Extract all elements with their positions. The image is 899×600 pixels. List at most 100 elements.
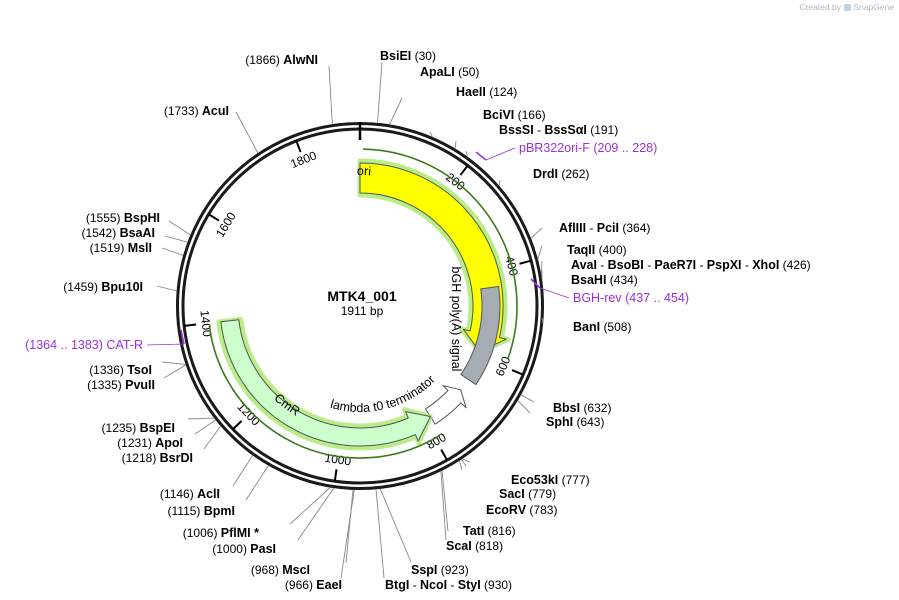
ori-highlight xyxy=(357,158,511,354)
enzyme-position: (434) xyxy=(610,273,638,287)
bgh-feature-arrow[interactable] xyxy=(460,285,501,386)
credit-prefix: Created by xyxy=(799,2,841,12)
enzyme-name: AflIII xyxy=(559,221,586,235)
enzyme-label-btgi[interactable]: BtgI - NcoI - StyI (930) xyxy=(385,578,512,592)
enzyme-position: (400) xyxy=(599,243,627,257)
enzyme-name: BpmI xyxy=(204,504,235,518)
enzyme-leader-tati xyxy=(441,470,449,532)
enzyme-label-bsssi[interactable]: BssSI - BssSαI (191) xyxy=(499,123,618,137)
enzyme-leader-sphi xyxy=(517,400,531,414)
ruler-tick-200 xyxy=(459,164,469,176)
enzyme-position: (816) xyxy=(488,524,516,538)
enzyme-label-saci[interactable]: SacI (779) xyxy=(499,487,556,501)
enzyme-position: (1235) xyxy=(102,421,137,435)
enzyme-label-pasi[interactable]: (1000) PasI xyxy=(212,542,276,556)
enzyme-leader-taqii xyxy=(537,245,543,260)
enzyme-label-afliii[interactable]: AflIII - PciI (364) xyxy=(559,221,650,235)
enzyme-name: MslI xyxy=(128,241,152,255)
enzyme-position: (1218) xyxy=(122,451,157,465)
primer-range: (209 .. 228) xyxy=(593,141,657,155)
enzyme-label-acli[interactable]: (1146) AclI xyxy=(160,487,220,501)
enzyme-position: (777) xyxy=(562,473,590,487)
enzyme-label-msli[interactable]: (1519) MslI xyxy=(90,241,152,255)
ruler-tick-1200 xyxy=(232,420,243,430)
enzyme-label-acui[interactable]: (1733) AcuI xyxy=(164,104,229,118)
enzyme-label-bbsi[interactable]: BbsI (632) xyxy=(553,401,611,415)
enzyme-position: (923) xyxy=(441,563,469,577)
enzyme-label-bspei[interactable]: (1235) BspEI xyxy=(102,421,175,435)
plasmid-name: MTK4_001 xyxy=(327,288,396,304)
enzyme-label-bsphi[interactable]: (1555) BspHI xyxy=(86,211,160,225)
enzyme-label-apali[interactable]: ApaLI (50) xyxy=(420,65,479,79)
enzyme-label-bcivi[interactable]: BciVI (166) xyxy=(483,108,546,122)
enzyme-label-taqii[interactable]: TaqII (400) xyxy=(567,243,627,257)
enzyme-leader-bpu10i xyxy=(156,285,177,292)
enzyme-label-msci[interactable]: (968) MscI xyxy=(251,563,310,577)
enzyme-name: BanI xyxy=(573,320,600,334)
ori-strand-line xyxy=(363,148,518,359)
enzyme-position: (930) xyxy=(484,578,512,592)
cmr-feature-arrow[interactable] xyxy=(220,319,431,447)
primer-marker-bgh-rev xyxy=(530,278,541,289)
enzyme-label-haeii[interactable]: HaeII (124) xyxy=(456,85,517,99)
enzyme-label-bani[interactable]: BanI (508) xyxy=(573,320,631,334)
lambda-feature-arrow[interactable] xyxy=(425,385,467,425)
enzyme-label-bsahi[interactable]: BsaHI (434) xyxy=(571,273,638,287)
ruler-tick-label-1400: 1400 xyxy=(197,309,214,337)
primer-label-cat-r[interactable]: (1364 .. 1383) CAT-R xyxy=(25,338,143,352)
ruler-tick-1000 xyxy=(333,469,338,482)
enzyme-name: BssSI xyxy=(499,123,534,137)
enzyme-position: (779) xyxy=(528,487,556,501)
ruler-tick-1400 xyxy=(184,323,197,327)
enzyme-label-alwni[interactable]: (1866) AlwNI xyxy=(245,53,318,67)
enzyme-leader-bsssi xyxy=(465,150,469,157)
enzyme-label-bsrdi[interactable]: (1218) BsrDI xyxy=(122,451,193,465)
enzyme-label-ecorv[interactable]: EcoRV (783) xyxy=(486,503,557,517)
enzyme-name: HaeII xyxy=(456,85,486,99)
enzyme-label-eaei[interactable]: (966) EaeI xyxy=(285,578,342,592)
enzyme-label-eco53ki[interactable]: Eco53kI (777) xyxy=(511,473,590,487)
primer-leader-bgh-rev xyxy=(539,287,570,299)
enzyme-label-sspi[interactable]: SspI (923) xyxy=(411,563,469,577)
enzyme-label-tati[interactable]: TatI (816) xyxy=(463,524,516,538)
enzyme-name: SphI xyxy=(546,415,573,429)
enzyme-name: SacI xyxy=(499,487,525,501)
enzyme-label-bpmi[interactable]: (1115) BpmI xyxy=(168,504,236,518)
enzyme-position: (50) xyxy=(458,65,479,79)
snapgene-logo-icon xyxy=(844,4,852,12)
enzyme-label-drdi[interactable]: DrdI (262) xyxy=(533,167,589,181)
enzyme-label-bsiei[interactable]: BsiEI (30) xyxy=(380,49,436,63)
enzyme-label-scai[interactable]: ScaI (818) xyxy=(446,539,503,553)
enzyme-name: Bpu10I xyxy=(101,280,143,294)
primer-range: (437 .. 454) xyxy=(625,291,689,305)
enzyme-label-pvuii[interactable]: (1335) PvuII xyxy=(87,378,155,392)
enzyme-label-pflmi[interactable]: (1006) PflMI * xyxy=(183,526,259,540)
enzyme-leader-afliii xyxy=(530,227,543,239)
enzyme-position: (783) xyxy=(529,503,557,517)
ruler-tick-label-600: 600 xyxy=(493,354,514,378)
enzyme-leader-acui xyxy=(235,111,259,154)
enzyme-name: AclI xyxy=(197,487,220,501)
enzyme-position: (643) xyxy=(576,415,604,429)
ruler-tick-400 xyxy=(519,259,532,265)
enzyme-position: (1542) xyxy=(82,226,117,240)
enzyme-label-apoi[interactable]: (1231) ApoI xyxy=(117,436,183,450)
enzyme-name: XhoI xyxy=(752,258,779,272)
primer-label-pbr322ori-f[interactable]: pBR322ori-F (209 .. 228) xyxy=(519,141,657,155)
enzyme-label-tsoi[interactable]: (1336) TsoI xyxy=(89,363,152,377)
enzyme-position: (1335) xyxy=(87,378,122,392)
enzyme-leader-acli xyxy=(232,455,253,487)
enzyme-label-sphi[interactable]: SphI (643) xyxy=(546,415,604,429)
enzyme-label-avai[interactable]: AvaI - BsoBI - PaeR7I - PspXI - XhoI (42… xyxy=(571,258,811,272)
credit-brand: SnapGene xyxy=(853,2,894,12)
primer-marker-cat-r xyxy=(180,329,185,345)
enzyme-name: PaeR7I xyxy=(654,258,696,272)
enzyme-separator: - xyxy=(447,578,458,592)
enzyme-position: (1231) xyxy=(117,436,152,450)
enzyme-name: BsrDI xyxy=(160,451,193,465)
enzyme-label-bsaai[interactable]: (1542) BsaAI xyxy=(82,226,155,240)
enzyme-label-bpu10i[interactable]: (1459) Bpu10I xyxy=(63,280,143,294)
primer-label-bgh-rev[interactable]: BGH-rev (437 .. 454) xyxy=(573,291,689,305)
enzyme-position: (1000) xyxy=(212,542,247,556)
